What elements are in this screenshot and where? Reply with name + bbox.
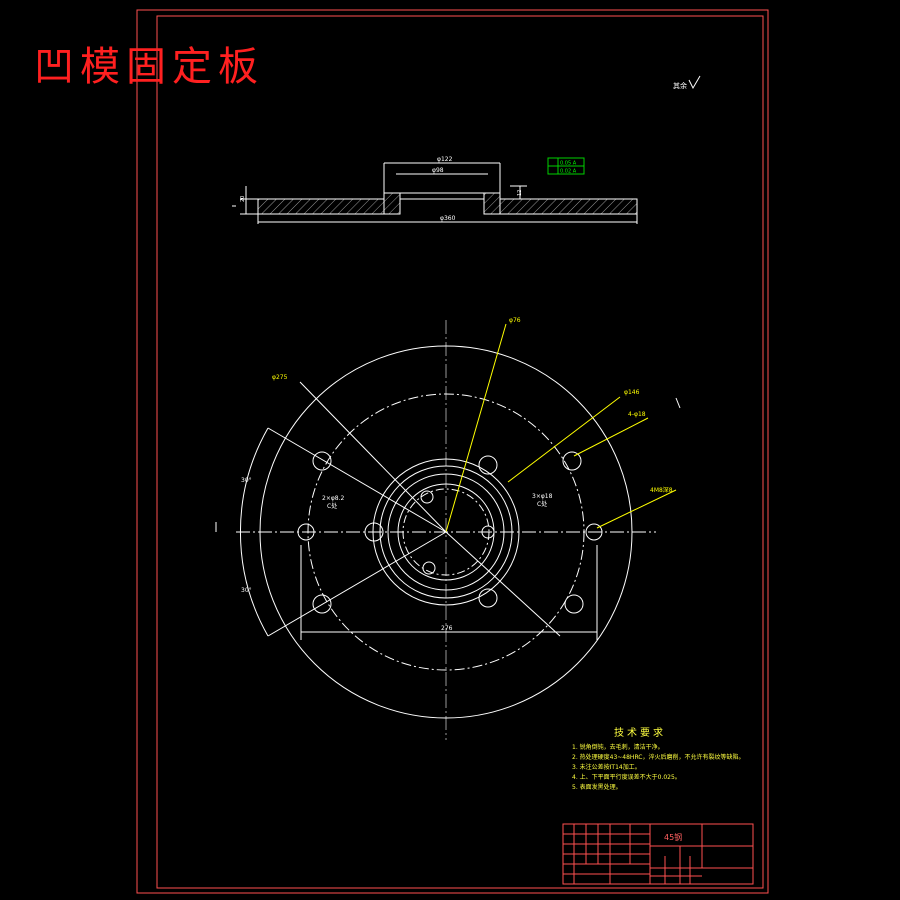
angle-bottom: 30° — [241, 587, 252, 594]
leader-phi146: φ146 — [624, 389, 640, 396]
dim-thickness: 20 — [240, 196, 246, 202]
leader-4phi18: 4-φ18 — [628, 411, 646, 418]
leader-phi76: φ76 — [509, 317, 521, 324]
tolerance-2: 0.02 A — [560, 169, 577, 175]
hole-note-left-1: 2×φ8.2 — [322, 495, 345, 502]
dim-bottom: 276 — [441, 625, 453, 632]
dim-step: 12 — [517, 190, 523, 196]
dim-overall: φ360 — [440, 215, 456, 222]
section-view — [232, 162, 638, 224]
drawing-title: 凹模固定板 — [34, 44, 264, 90]
inner-border — [156, 15, 764, 889]
tech-item: 4. 上、下平面平行度误差不大于0.025。 — [572, 774, 681, 781]
hole-note-right-2: C处 — [537, 500, 547, 508]
tolerance-1: 0.05 A — [560, 161, 577, 167]
hole-note-left-2: C处 — [327, 502, 337, 510]
outer-border — [136, 9, 769, 894]
angle-top: 30° — [241, 477, 252, 484]
plan-view — [215, 320, 681, 740]
tech-item: 1. 锐角倒钝，去毛刺，清洁干净。 — [572, 744, 664, 751]
hole-note-right-1: 3×φ18 — [532, 493, 553, 500]
tech-requirements-title: 技术要求 — [614, 728, 666, 739]
roughness-symbol-icon — [688, 75, 701, 90]
tech-item: 2. 热处理硬度43~48HRC，淬火后磨削，不允许有裂纹等缺陷。 — [572, 754, 745, 761]
title-block — [562, 823, 754, 885]
leader-phi275: φ275 — [272, 374, 288, 381]
dim-inner: φ98 — [432, 167, 444, 174]
leader-4m8: 4M8深8 — [650, 486, 673, 494]
roughness-note: 其余 — [673, 81, 687, 90]
tolerance-frame: 0.05 A 0.02 A — [547, 157, 585, 175]
material-label: 45钢 — [664, 833, 683, 842]
tech-item: 3. 未注公差按IT14加工。 — [572, 764, 641, 771]
tech-item: 5. 表面发黑处理。 — [572, 784, 622, 791]
dim-top: φ122 — [437, 156, 453, 163]
